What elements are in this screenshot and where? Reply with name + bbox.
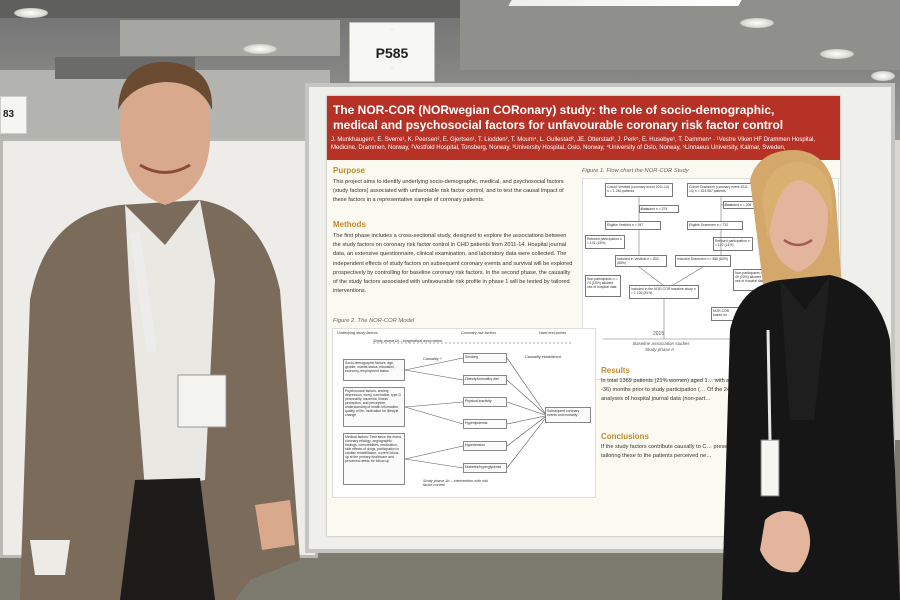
causality-label: Causality ? (423, 357, 442, 361)
flow-box: Included in Vestfold n = 802 (85%) (615, 255, 667, 267)
flow-box: Eligible Drammen n = 732 (687, 221, 743, 230)
ceiling-light-strip (508, 0, 742, 6)
risk-box: Smoking (463, 353, 507, 363)
causality-established-label: Causality established (525, 355, 561, 359)
man-presenter (20, 62, 300, 600)
neighbor-number: 83 (3, 109, 15, 120)
conclusions-text: If the study factors contribute causally… (601, 444, 834, 460)
underlying-label: Underlying study factors (337, 331, 378, 335)
methods-heading: Methods (333, 220, 366, 229)
flow-bottom-label: Baseline association studies (633, 341, 690, 346)
hard-endpoints-label: Hard end-points (539, 331, 567, 335)
methods-text: The first phase includes a cross-section… (333, 233, 573, 295)
flow-box: Eligible Vestfold n = 947 (605, 221, 661, 230)
sign-bottom-text: … (390, 65, 394, 69)
ceiling-light (243, 44, 277, 54)
factor-box: Socio-demographic factors: age, gender, … (343, 359, 405, 381)
ceiling-light (740, 18, 774, 28)
poster-title-line2: medical and psychosocial factors for unf… (333, 118, 784, 132)
flow-box: Non-participants n = 74 (15%) allowed us… (585, 275, 621, 297)
sign-top-text: … (390, 27, 394, 31)
poster-header: The NOR-COR (NORwegian CORonary) study: … (327, 96, 840, 160)
poster-authors: J. Munkhaugen¹, E. Sverre¹, K. Peersen²,… (331, 137, 816, 151)
risk-box: Obesity/unhealthy diet (463, 375, 507, 385)
risk-box: Hypertension (463, 441, 507, 451)
flow-year: 2015 (653, 331, 665, 337)
figure2-caption: Figure 2. The NOR-COR Model (333, 318, 415, 324)
flow-bottom-sub: Study phase II (645, 347, 674, 352)
purpose-heading: Purpose (333, 166, 366, 175)
nor-cor-model-figure: Underlying study factors Coronary risk f… (332, 328, 596, 498)
factor-box: Medical factors: Time since the event, c… (343, 433, 405, 485)
flow-box: Included Drammen n = 586 (80%) (675, 255, 731, 267)
flow-box: Refused participation n = 141 (15%) (585, 235, 625, 249)
figure1-caption: Figure 1. Flow chart the NOR-COR Study (582, 168, 689, 174)
factor-box: Psychosocial factors: anxiety, depressio… (343, 387, 405, 427)
risk-box: Diabetes/hyperglycemia (463, 463, 507, 473)
results-text: In total 1369 patients (21% women) aged … (601, 378, 832, 403)
neighbor-poster-number: 83 (0, 96, 27, 134)
flow-box: Cohort Drammen (coronary event 2011-14) … (687, 183, 755, 197)
flow-arrows (603, 197, 773, 340)
poster-number-sign: … P585 … (349, 22, 435, 82)
phase-ia-label: Study phase IA – longitudinal associatio… (373, 339, 443, 343)
phase-ib-label: Study phase 1b – intervention with risk … (423, 479, 489, 487)
results-heading: Results (601, 366, 630, 375)
risk-box: Hyperlipidemia (463, 419, 507, 429)
woman-presenter (722, 150, 900, 600)
outcome-box: Subsequent coronary events and mortality (545, 407, 591, 423)
coronary-risk-label: Coronary risk factors (461, 331, 497, 335)
model-arrows (373, 342, 573, 469)
flow-box: Refused participation n = 102 (14%) (713, 237, 753, 251)
poster-title: The NOR-COR (NORwegian CORonary) study: … (333, 103, 838, 133)
risk-box: Physical inactivity (463, 397, 507, 407)
ceiling-light (820, 49, 854, 59)
ceiling-light (14, 8, 48, 18)
conclusions-heading: Conclusions (601, 432, 650, 441)
flow-box: NOR-COR based on ... (711, 307, 741, 321)
purpose-text: This project aims to identify underlying… (333, 179, 564, 204)
flow-box: Included in the NOR-COR baseline study n… (629, 285, 699, 299)
ceiling-light (871, 71, 895, 81)
poster-title-line1: The NOR-COR (NORwegian CORonary) study: … (333, 103, 775, 117)
poster-number: P585 (375, 45, 409, 61)
flow-box: Cohort Vestfold (coronary event 2011-14)… (605, 183, 673, 197)
